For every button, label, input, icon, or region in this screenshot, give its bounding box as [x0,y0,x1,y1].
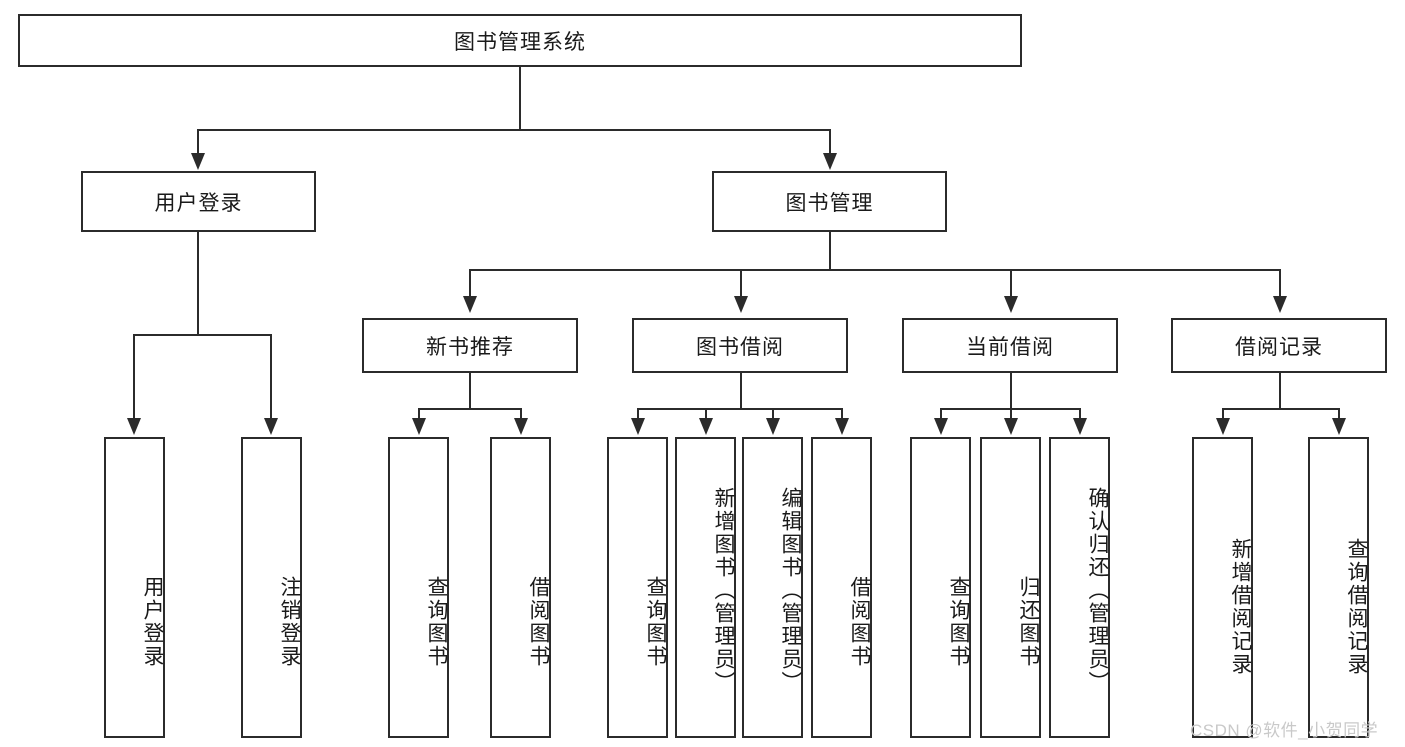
edge-borrow-record-bus [1222,408,1339,410]
edge-bb-to-leaf-4 [841,408,843,420]
edge-bm-to-borrow-record [1279,269,1281,298]
edge-cb-to-leaf-1 [940,408,942,420]
edge-root-stem [519,67,521,130]
edge-br-to-leaf-2 [1338,408,1340,420]
leaf-query-book-2[interactable]: 查询图书 [607,437,668,738]
leaf-return-book[interactable]: 归还图书 [980,437,1041,738]
node-new-book-recommend[interactable]: 新书推荐 [362,318,578,373]
arrowhead-leaf-confirm-return [1073,418,1087,435]
edge-cb-to-leaf-3 [1079,408,1081,420]
leaf-add-record[interactable]: 新增借阅记录 [1192,437,1253,738]
arrowhead-leaf-return-book [1004,418,1018,435]
leaf-add-book[interactable]: 新增图书（管理员） [675,437,736,738]
leaf-query-book-2-label: 查询图书 [644,575,667,668]
leaf-add-book-label: 新增图书（管理员） [712,487,735,694]
leaf-return-book-label: 归还图书 [1017,575,1040,668]
arrowhead-user-login [191,153,205,170]
edge-bm-to-book-borrow [740,269,742,298]
edge-current-borrow-stem [1010,373,1012,409]
node-current-borrow[interactable]: 当前借阅 [902,318,1118,373]
leaf-borrow-book-1[interactable]: 借阅图书 [490,437,551,738]
arrowhead-leaf-query-book-3 [934,418,948,435]
node-user-login-label: 用户登录 [154,191,243,215]
edge-bb-to-leaf-3 [772,408,774,420]
node-borrow-record-label: 借阅记录 [1235,335,1323,359]
leaf-borrow-book-1-label: 借阅图书 [527,575,550,668]
edge-book-borrow-bus [637,408,842,410]
csdn-watermark: CSDN @软件_小贺同学 [1190,721,1379,740]
edge-book-management-bus [469,269,1281,271]
node-book-management[interactable]: 图书管理 [712,171,947,232]
node-root[interactable]: 图书管理系统 [18,14,1022,67]
edge-new-book-to-leaf-1 [418,408,420,420]
node-book-borrow-label: 图书借阅 [696,335,784,359]
arrowhead-book-management [823,153,837,170]
edge-book-management-stem [829,232,831,271]
arrowhead-leaf-user-logout [264,418,278,435]
edge-user-login-stem [197,232,199,335]
arrowhead-book-borrow [734,296,748,313]
edge-bm-to-new-book [469,269,471,298]
leaf-confirm-return[interactable]: 确认归还（管理员） [1049,437,1110,738]
leaf-query-record-label: 查询借阅记录 [1345,537,1368,676]
leaf-confirm-return-label: 确认归还（管理员） [1086,487,1109,694]
leaf-edit-book[interactable]: 编辑图书（管理员） [742,437,803,738]
leaf-query-record[interactable]: 查询借阅记录 [1308,437,1369,738]
leaf-user-logout[interactable]: 注销登录 [241,437,302,738]
arrowhead-leaf-borrow-book-1 [514,418,528,435]
arrowhead-leaf-user-login [127,418,141,435]
arrowhead-leaf-add-record [1216,418,1230,435]
edge-new-book-stem [469,373,471,409]
arrowhead-leaf-query-book-1 [412,418,426,435]
leaf-add-record-label: 新增借阅记录 [1229,537,1252,676]
node-root-label: 图书管理系统 [454,30,586,54]
node-user-login[interactable]: 用户登录 [81,171,316,232]
edge-user-login-to-leaf-2 [270,334,272,420]
leaf-user-login-label: 用户登录 [141,575,164,668]
arrowhead-leaf-query-record [1332,418,1346,435]
edge-bm-to-current-borrow [1010,269,1012,298]
edge-user-login-bus [133,334,272,336]
edge-bb-to-leaf-1 [637,408,639,420]
edge-new-book-to-leaf-2 [520,408,522,420]
edge-root-bus [197,129,831,131]
node-current-borrow-label: 当前借阅 [966,335,1054,359]
node-book-borrow[interactable]: 图书借阅 [632,318,848,373]
arrowhead-new-book-recommend [463,296,477,313]
edge-root-to-book-management [829,129,831,155]
leaf-borrow-book-2[interactable]: 借阅图书 [811,437,872,738]
arrowhead-leaf-edit-book [766,418,780,435]
arrowhead-current-borrow [1004,296,1018,313]
edge-user-login-to-leaf-1 [133,334,135,420]
arrowhead-leaf-add-book [699,418,713,435]
leaf-edit-book-label: 编辑图书（管理员） [779,487,802,694]
edge-borrow-record-stem [1279,373,1281,409]
edge-br-to-leaf-1 [1222,408,1224,420]
arrowhead-leaf-query-book-2 [631,418,645,435]
edge-bb-to-leaf-2 [705,408,707,420]
leaf-query-book-3[interactable]: 查询图书 [910,437,971,738]
leaf-query-book-3-label: 查询图书 [947,575,970,668]
node-new-book-recommend-label: 新书推荐 [426,335,514,359]
edge-book-borrow-stem [740,373,742,409]
leaf-user-logout-label: 注销登录 [278,575,301,668]
edge-new-book-bus [418,408,522,410]
leaf-borrow-book-2-label: 借阅图书 [848,575,871,668]
edge-cb-to-leaf-2 [1010,408,1012,420]
leaf-query-book-1-label: 查询图书 [425,575,448,668]
leaf-user-login[interactable]: 用户登录 [104,437,165,738]
edge-root-to-user-login [197,129,199,155]
leaf-query-book-1[interactable]: 查询图书 [388,437,449,738]
arrowhead-borrow-record [1273,296,1287,313]
arrowhead-leaf-borrow-book-2 [835,418,849,435]
node-book-management-label: 图书管理 [785,191,874,215]
node-borrow-record[interactable]: 借阅记录 [1171,318,1387,373]
